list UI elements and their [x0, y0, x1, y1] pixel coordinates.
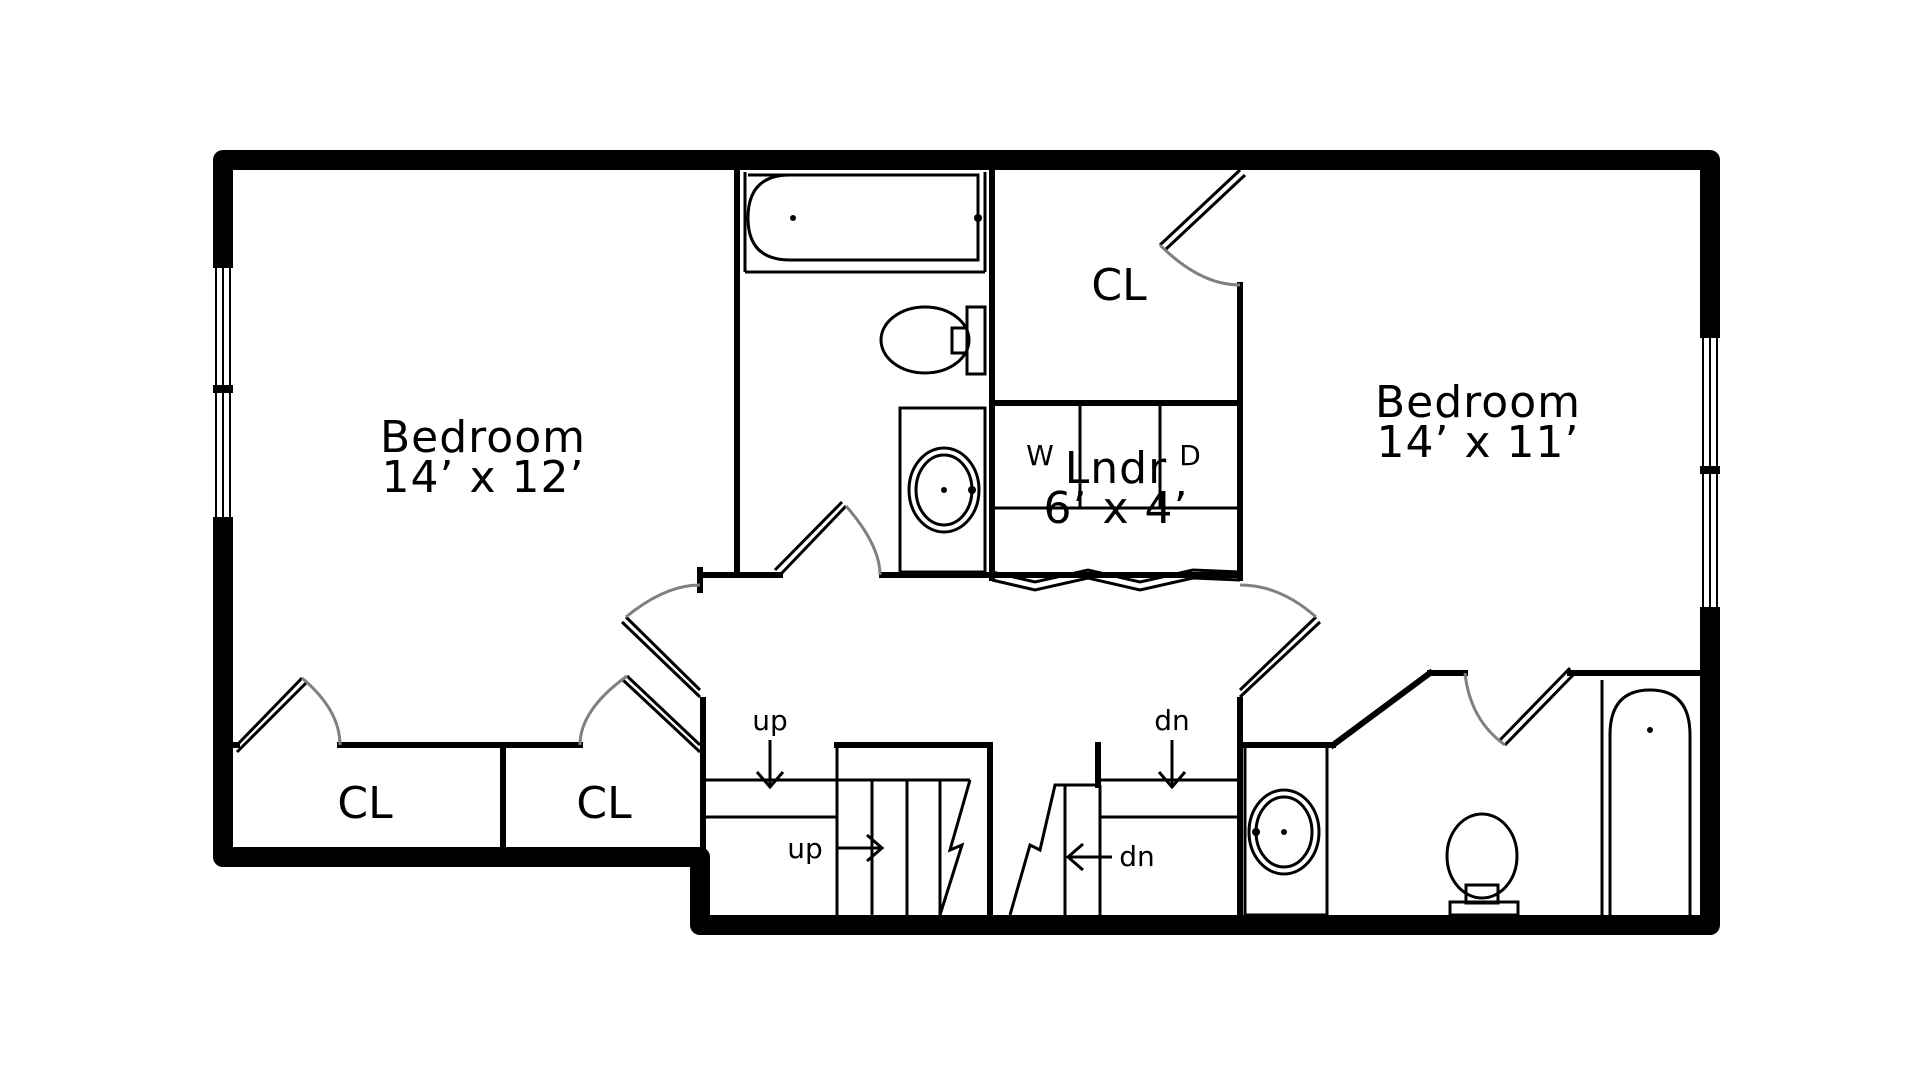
- arrow-dn-2: [1065, 842, 1112, 872]
- arrow-up-2: [837, 833, 885, 863]
- stair-arrows: [755, 740, 1187, 872]
- bedroom-left-dims: 14’ x 12’: [382, 452, 585, 503]
- arrow-up-1: [755, 740, 785, 790]
- closet-bottom-left-1-label: CL: [337, 778, 393, 829]
- dryer-label: D: [1179, 439, 1201, 472]
- doors: [235, 168, 1577, 754]
- laundry-name: Lndr: [1065, 443, 1167, 494]
- bedroom-right-name: Bedroom: [1375, 377, 1581, 428]
- closet-top-label: CL: [1091, 260, 1147, 311]
- stair-up-label-1: up: [752, 704, 788, 737]
- washer-label: W: [1026, 439, 1054, 472]
- door-arcs: [301, 243, 1506, 747]
- room-labels: Bedroom 14’ x 12’ Bedroom 14’ x 11’ Lndr…: [337, 260, 1581, 873]
- bedroom-left-name: Bedroom: [380, 412, 586, 463]
- fixture-dots: [790, 214, 1653, 836]
- fixture-lines: [703, 172, 1692, 917]
- bedroom-right-dims: 14’ x 11’: [1377, 417, 1580, 468]
- window-right: [1700, 329, 1720, 616]
- stair-up-label-2: up: [787, 832, 823, 865]
- exterior-walls: [213, 150, 1720, 935]
- arrow-dn-1: [1157, 740, 1187, 790]
- laundry-dims: 6’ x 4’: [1044, 483, 1189, 534]
- stair-dn-label-1: dn: [1154, 704, 1190, 737]
- stair-dn-label-2: dn: [1119, 840, 1155, 873]
- interior-walls: [227, 167, 1703, 918]
- window-left: [213, 259, 233, 526]
- closet-bottom-left-2-label: CL: [576, 778, 632, 829]
